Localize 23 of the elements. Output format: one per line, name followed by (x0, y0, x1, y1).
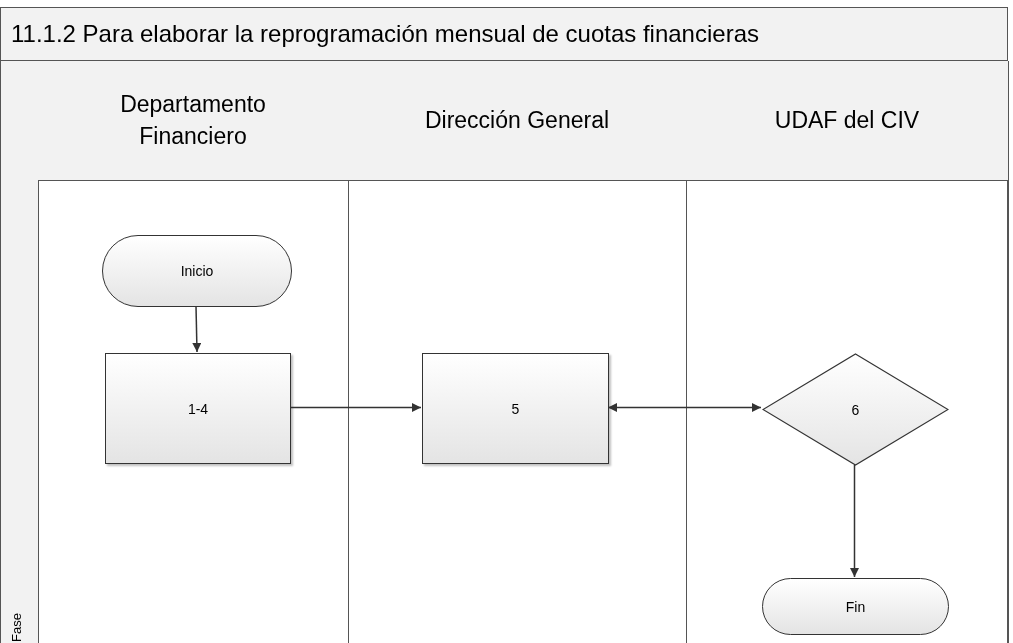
pool-title: 11.1.2 Para elaborar la reprogramación mensual de cuotas financieras (1, 8, 1007, 61)
phase-label: Fase (9, 613, 24, 642)
node-text: Inicio (180, 263, 214, 279)
arrow (192, 305, 202, 353)
node-text: 5 (511, 400, 520, 417)
decision-diamond (762, 353, 949, 466)
node-text: 1-4 (187, 400, 209, 417)
swimlane (348, 61, 687, 643)
process-box (422, 353, 609, 464)
node-text: Fin (845, 598, 866, 615)
arrow (289, 403, 422, 412)
node-text: 6 (851, 401, 860, 418)
swimlane (686, 61, 1009, 643)
arrow (607, 403, 762, 412)
lane-header: Dirección General (348, 61, 686, 181)
terminal-shape (762, 578, 949, 635)
lane-header: Departamento Financiero (38, 61, 348, 181)
swimlane (38, 61, 349, 643)
arrow (850, 464, 859, 578)
lane-header: UDAF del CIV (686, 61, 1008, 181)
phase-band (1, 61, 39, 643)
process-box (105, 353, 291, 464)
pool-frame (0, 7, 1008, 643)
